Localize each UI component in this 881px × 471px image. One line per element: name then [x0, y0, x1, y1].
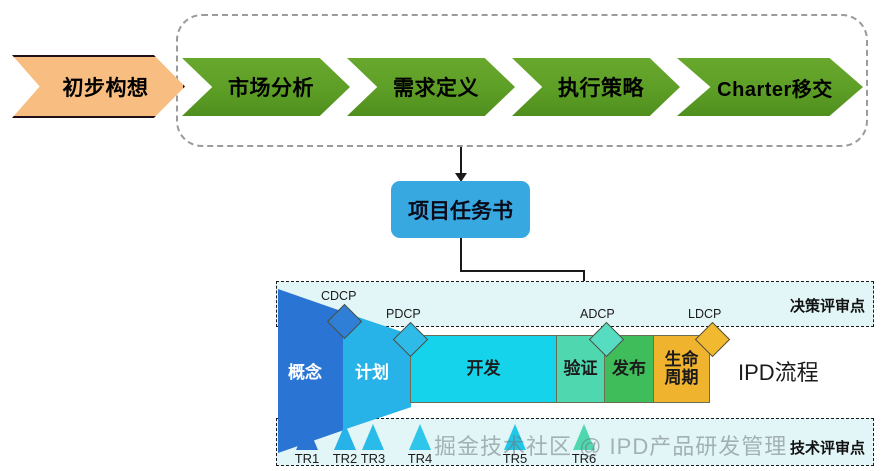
triangle-icon	[504, 424, 526, 450]
project-charter-label: 项目任务书	[408, 199, 513, 223]
connector-segment-horizontal	[460, 270, 584, 272]
technical-review-label: TR2	[332, 451, 358, 466]
ipd-funnel-group: 概念 计划	[276, 289, 412, 453]
decision-point-label-cdcp: CDCP	[321, 289, 357, 303]
decision-point-label-ldcp: LDCP	[688, 307, 722, 321]
triangle-icon	[573, 424, 595, 450]
watermark-text: 掘金技术社区 @ IPD产品研发管理	[434, 434, 788, 459]
project-charter-box[interactable]: 项目任务书	[391, 181, 530, 238]
technical-review-marker-tr1[interactable]: TR1	[295, 424, 319, 466]
decision-point-label-pdcp: PDCP	[386, 307, 421, 321]
phase-label-release: 发布	[612, 358, 646, 378]
stage-label: Charter移交	[717, 78, 833, 101]
connector-segment-vertical-upper	[460, 238, 462, 272]
stage-chevron-initial-concept[interactable]: 初步构想	[12, 55, 185, 118]
technical-review-label: TR6	[571, 451, 597, 466]
technical-review-marker-tr6[interactable]: TR6	[572, 424, 596, 466]
arrow-head-icon	[455, 173, 467, 182]
technical-review-label: TR4	[407, 451, 433, 466]
triangle-icon	[362, 424, 384, 450]
technical-review-band-title: 技术评审点	[789, 440, 865, 457]
phase-label-concept: 概念	[288, 363, 322, 382]
phase-development[interactable]: 开发	[410, 335, 557, 403]
phase-label-lifecycle: 生命 周期	[664, 349, 699, 387]
decision-review-band: 决策评审点	[276, 281, 874, 327]
technical-review-label: TR3	[360, 451, 386, 466]
phase-lifecycle[interactable]: 生命 周期	[653, 335, 710, 403]
stage-label: 执行策略	[558, 77, 644, 100]
phase-label-verification: 验证	[563, 358, 598, 378]
stage-label: 市场分析	[228, 77, 314, 100]
stage-label: 需求定义	[393, 77, 479, 100]
technical-review-marker-tr3[interactable]: TR3	[361, 424, 385, 466]
ipd-process-section: 决策评审点 技术评审点 IPD流程 概念 计划 开发 验证 发布 生命 周期	[276, 281, 874, 467]
technical-review-marker-tr2[interactable]: TR2	[333, 424, 357, 466]
decision-point-label-adcp: ADCP	[580, 307, 615, 321]
stage-label: 初步构想	[62, 76, 149, 100]
technical-review-label: TR5	[502, 451, 528, 466]
technical-review-marker-tr5[interactable]: TR5	[503, 424, 527, 466]
triangle-icon	[296, 424, 318, 450]
triangle-icon	[334, 424, 356, 450]
connector-segment-vertical-lower	[583, 270, 585, 288]
technical-review-marker-tr4[interactable]: TR4	[408, 424, 432, 466]
decision-review-band-title: 决策评审点	[789, 298, 865, 315]
phase-label-plan: 计划	[355, 363, 389, 382]
connector-line-stages-to-charter	[460, 147, 462, 177]
phase-label-development: 开发	[466, 358, 501, 378]
technical-review-label: TR1	[294, 451, 320, 466]
ipd-flow-title: IPD流程	[738, 360, 819, 385]
triangle-icon	[409, 424, 431, 450]
